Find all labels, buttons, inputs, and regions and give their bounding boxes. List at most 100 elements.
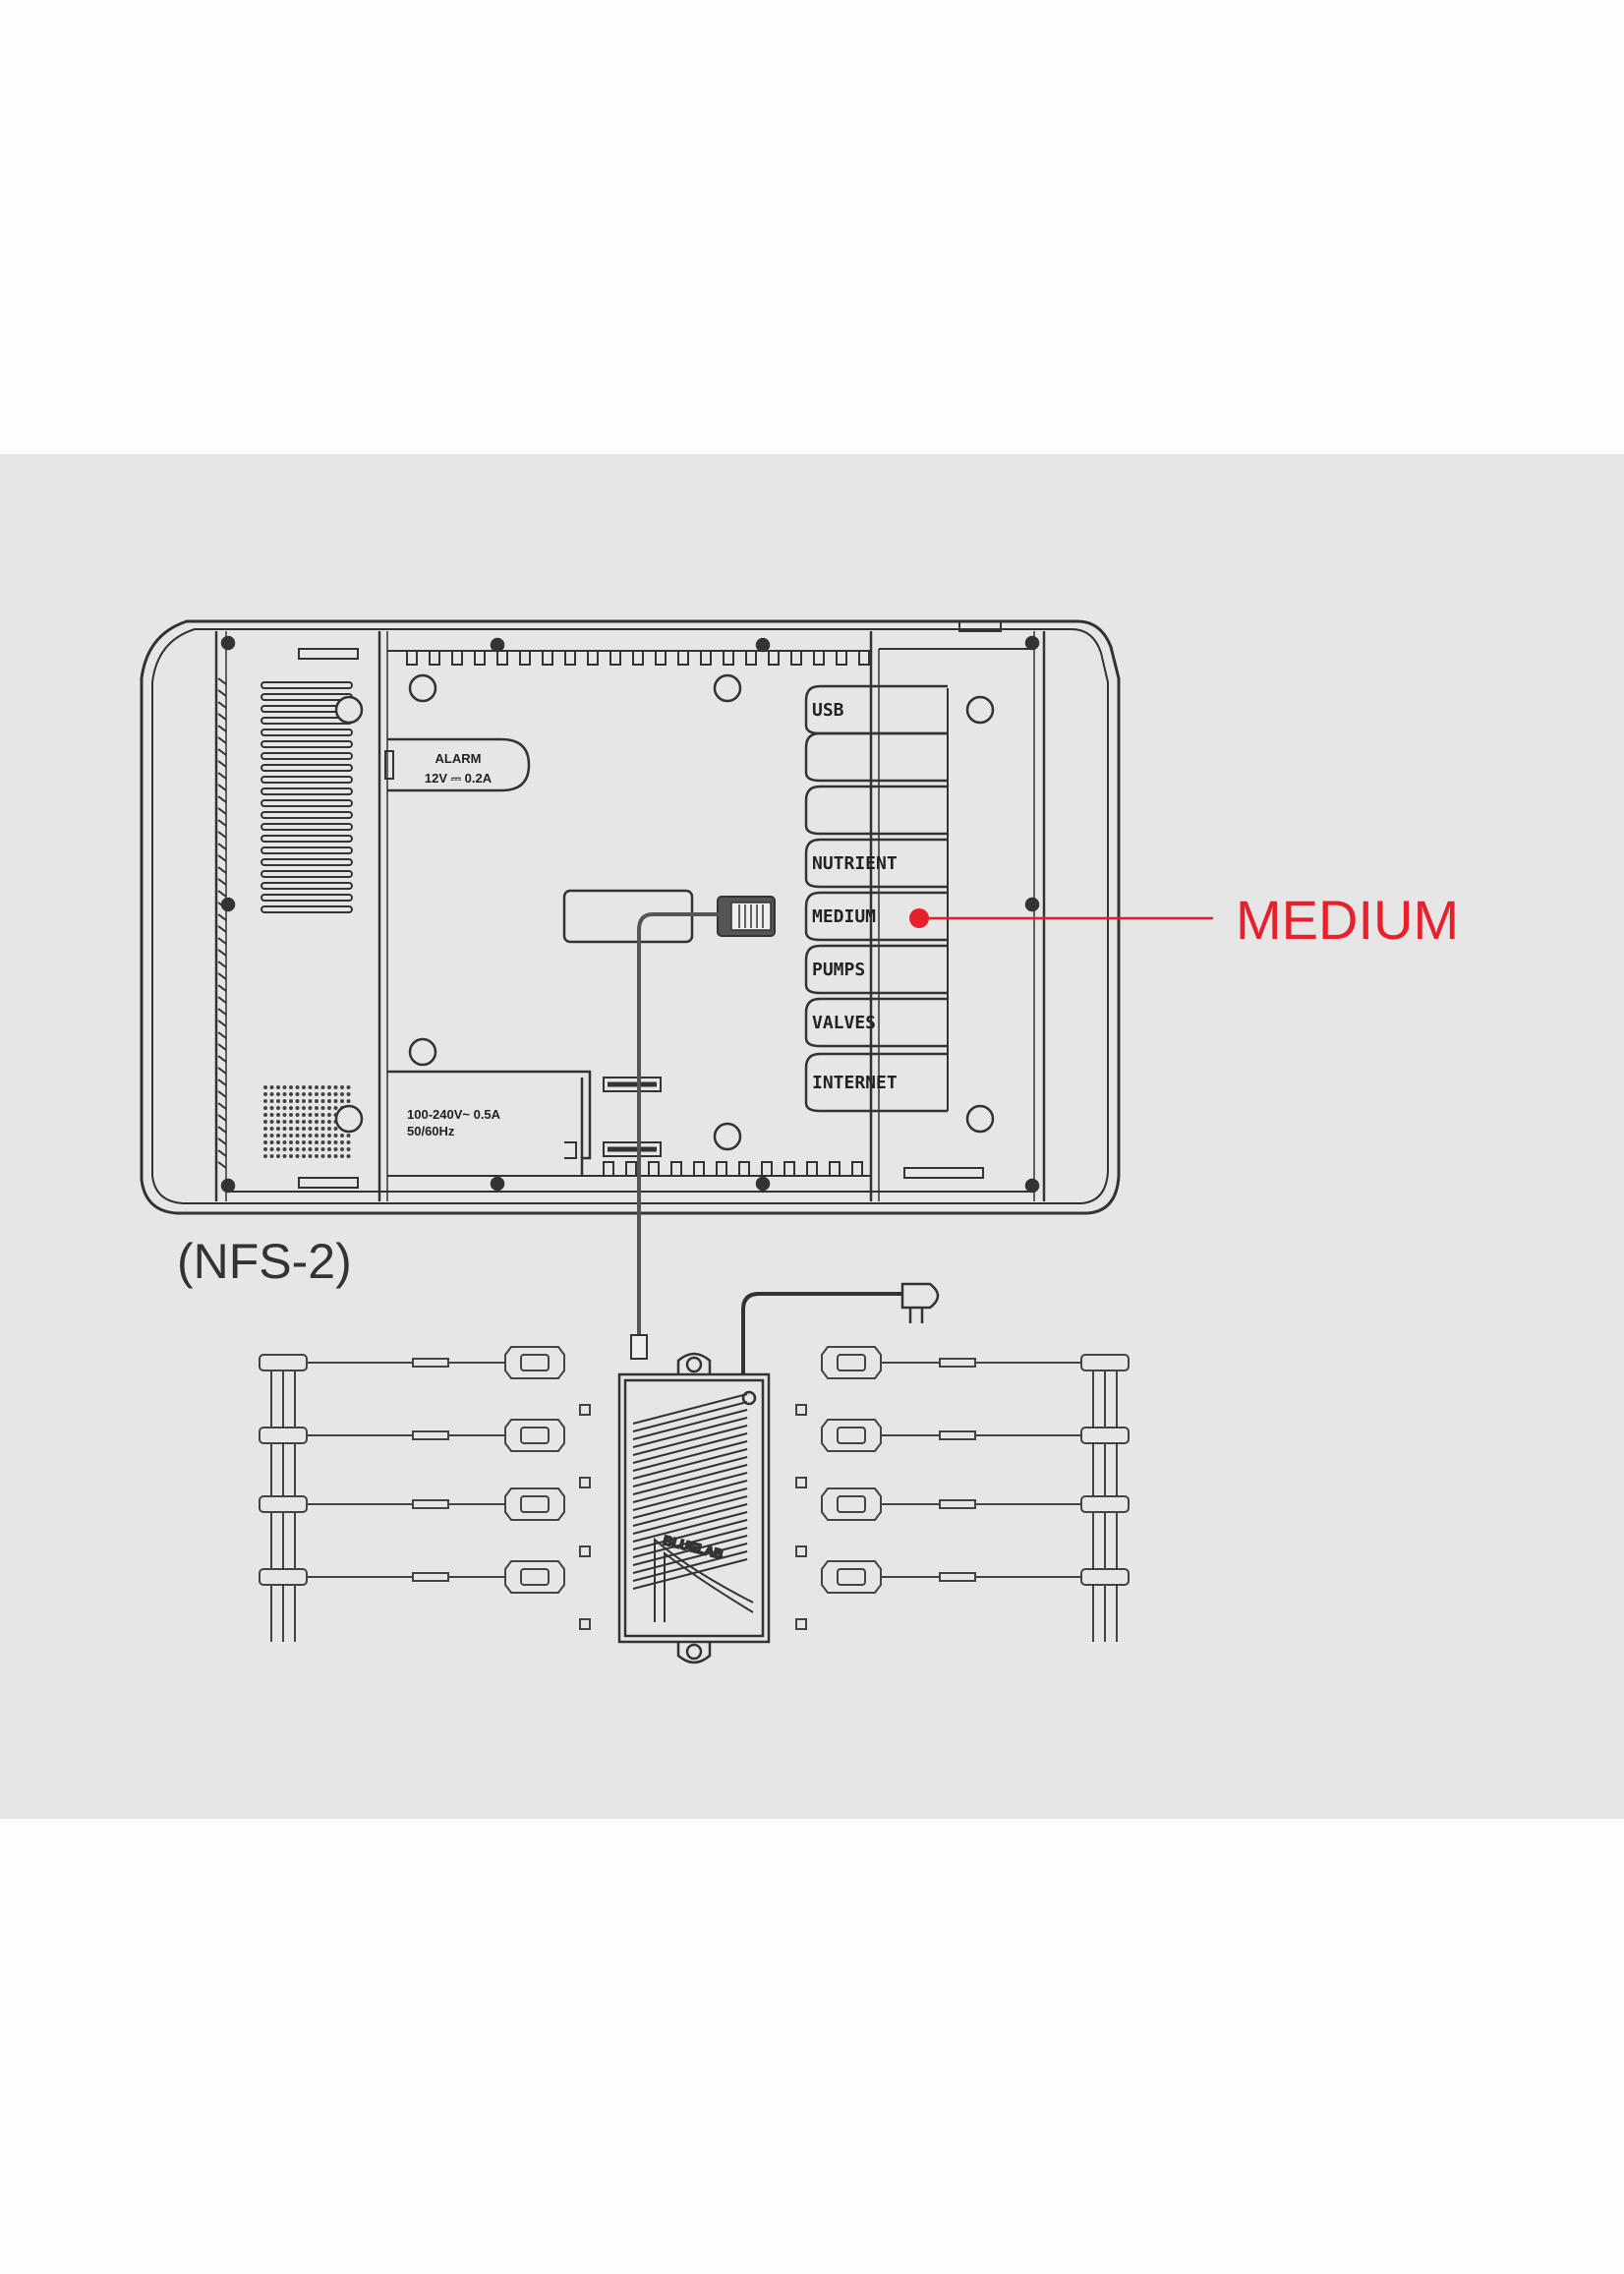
probe-head xyxy=(1080,1427,1130,1444)
grille-hole xyxy=(346,1154,351,1158)
vent-tooth xyxy=(217,736,227,744)
port-label: MEDIUM xyxy=(812,906,876,927)
inline-connector xyxy=(939,1358,976,1368)
controller-housing xyxy=(140,619,1121,1215)
vent-tooth xyxy=(217,937,227,945)
model-label: (NFS-2) xyxy=(177,1234,352,1289)
grille-hole xyxy=(302,1092,306,1096)
wave-line xyxy=(632,1401,748,1432)
vent-tooth xyxy=(761,1161,773,1176)
wave-line xyxy=(632,1543,748,1574)
probe-head xyxy=(259,1495,308,1513)
grille-hole xyxy=(276,1147,280,1151)
grille-hole xyxy=(276,1113,280,1117)
grille-hole xyxy=(295,1106,300,1110)
vent-tooth xyxy=(542,651,553,666)
screw-holes xyxy=(220,635,1040,1194)
grille-hole xyxy=(320,1127,325,1131)
grille-hole xyxy=(308,1147,313,1151)
grille-hole xyxy=(276,1134,280,1137)
grille-hole xyxy=(289,1127,293,1131)
grille-hole xyxy=(346,1140,351,1144)
grille-hole xyxy=(295,1134,300,1137)
vent-tooth xyxy=(217,961,227,968)
vent-tooth xyxy=(217,713,227,721)
grille-hole xyxy=(315,1120,319,1124)
grille-hole xyxy=(302,1120,306,1124)
vent-tooth xyxy=(768,651,780,666)
vent-tooth xyxy=(858,651,870,666)
wave-line xyxy=(632,1432,748,1464)
screw-head xyxy=(490,637,505,653)
port-internet: INTERNET xyxy=(804,1052,948,1113)
power-rating: 100-240V~ 0.5A xyxy=(407,1107,501,1122)
vent-tooth xyxy=(217,1161,227,1169)
grille-hole xyxy=(308,1106,313,1110)
inline-connector xyxy=(939,1499,976,1509)
grille-hole xyxy=(315,1085,319,1089)
sensor xyxy=(259,1560,591,1642)
grille-hole xyxy=(295,1113,300,1117)
inline-connector xyxy=(412,1430,449,1440)
alarm-plate: ALARM 12V ⎓ 0.2A xyxy=(384,737,531,792)
grille-hole xyxy=(263,1154,267,1158)
vent-tooth xyxy=(217,1114,227,1122)
vent-slot xyxy=(261,858,353,866)
grille-hole xyxy=(289,1120,293,1124)
diagram-panel: ALARM 12V ⎓ 0.2A 100-240V~ 0.5A 50/60Hz … xyxy=(0,454,1624,1819)
probe-head xyxy=(1080,1568,1130,1586)
port-label: INTERNET xyxy=(812,1073,898,1093)
vent-tooth xyxy=(406,651,418,666)
grille-hole xyxy=(302,1147,306,1151)
vent-tooth xyxy=(783,1161,795,1176)
vent-tooth xyxy=(217,984,227,992)
grille-hole xyxy=(302,1099,306,1103)
grille-hole xyxy=(295,1092,300,1096)
grille-hole xyxy=(276,1099,280,1103)
grille-hole xyxy=(327,1113,331,1117)
adapter-plug xyxy=(579,1618,591,1630)
screw-hole xyxy=(713,1122,742,1151)
grille-hole xyxy=(315,1099,319,1103)
grille-hole xyxy=(282,1147,287,1151)
grille-hole xyxy=(346,1099,351,1103)
screw-hole xyxy=(408,1037,437,1067)
grille-hole xyxy=(302,1106,306,1110)
grille-hole xyxy=(308,1099,313,1103)
wave-line xyxy=(632,1456,748,1487)
wave-line xyxy=(654,1537,754,1622)
wave-line xyxy=(632,1417,748,1448)
grille-hole xyxy=(308,1092,313,1096)
grille-hole xyxy=(302,1085,306,1089)
screw-head xyxy=(490,1176,505,1192)
grille-hole xyxy=(327,1127,331,1131)
probe-head xyxy=(1080,1354,1130,1371)
screw-hole xyxy=(334,695,364,725)
port-slot xyxy=(804,785,948,836)
vent-tooth xyxy=(217,1008,227,1016)
grille-hole xyxy=(289,1106,293,1110)
vent-tooth xyxy=(519,651,531,666)
adapter-window xyxy=(837,1354,866,1371)
vent-slot xyxy=(261,764,353,772)
grille-hole xyxy=(276,1140,280,1144)
sensor-adapter xyxy=(504,1346,565,1379)
grille-hole xyxy=(327,1147,331,1151)
grille-hole xyxy=(308,1113,313,1117)
adapter-plug xyxy=(795,1618,807,1630)
vent-slot xyxy=(261,811,353,819)
port-slot xyxy=(804,891,948,942)
grille-hole xyxy=(276,1127,280,1131)
port-slot xyxy=(804,731,948,783)
wave-line xyxy=(632,1464,748,1495)
adapter-window xyxy=(520,1354,550,1371)
sensor xyxy=(259,1419,591,1500)
screw-head xyxy=(755,1176,771,1192)
wave-line xyxy=(632,1448,748,1480)
adapter-window xyxy=(520,1427,550,1444)
grille-hole xyxy=(289,1092,293,1096)
sensor-adapter xyxy=(504,1560,565,1594)
vent-tooth xyxy=(693,1161,705,1176)
grille-hole xyxy=(263,1120,267,1124)
